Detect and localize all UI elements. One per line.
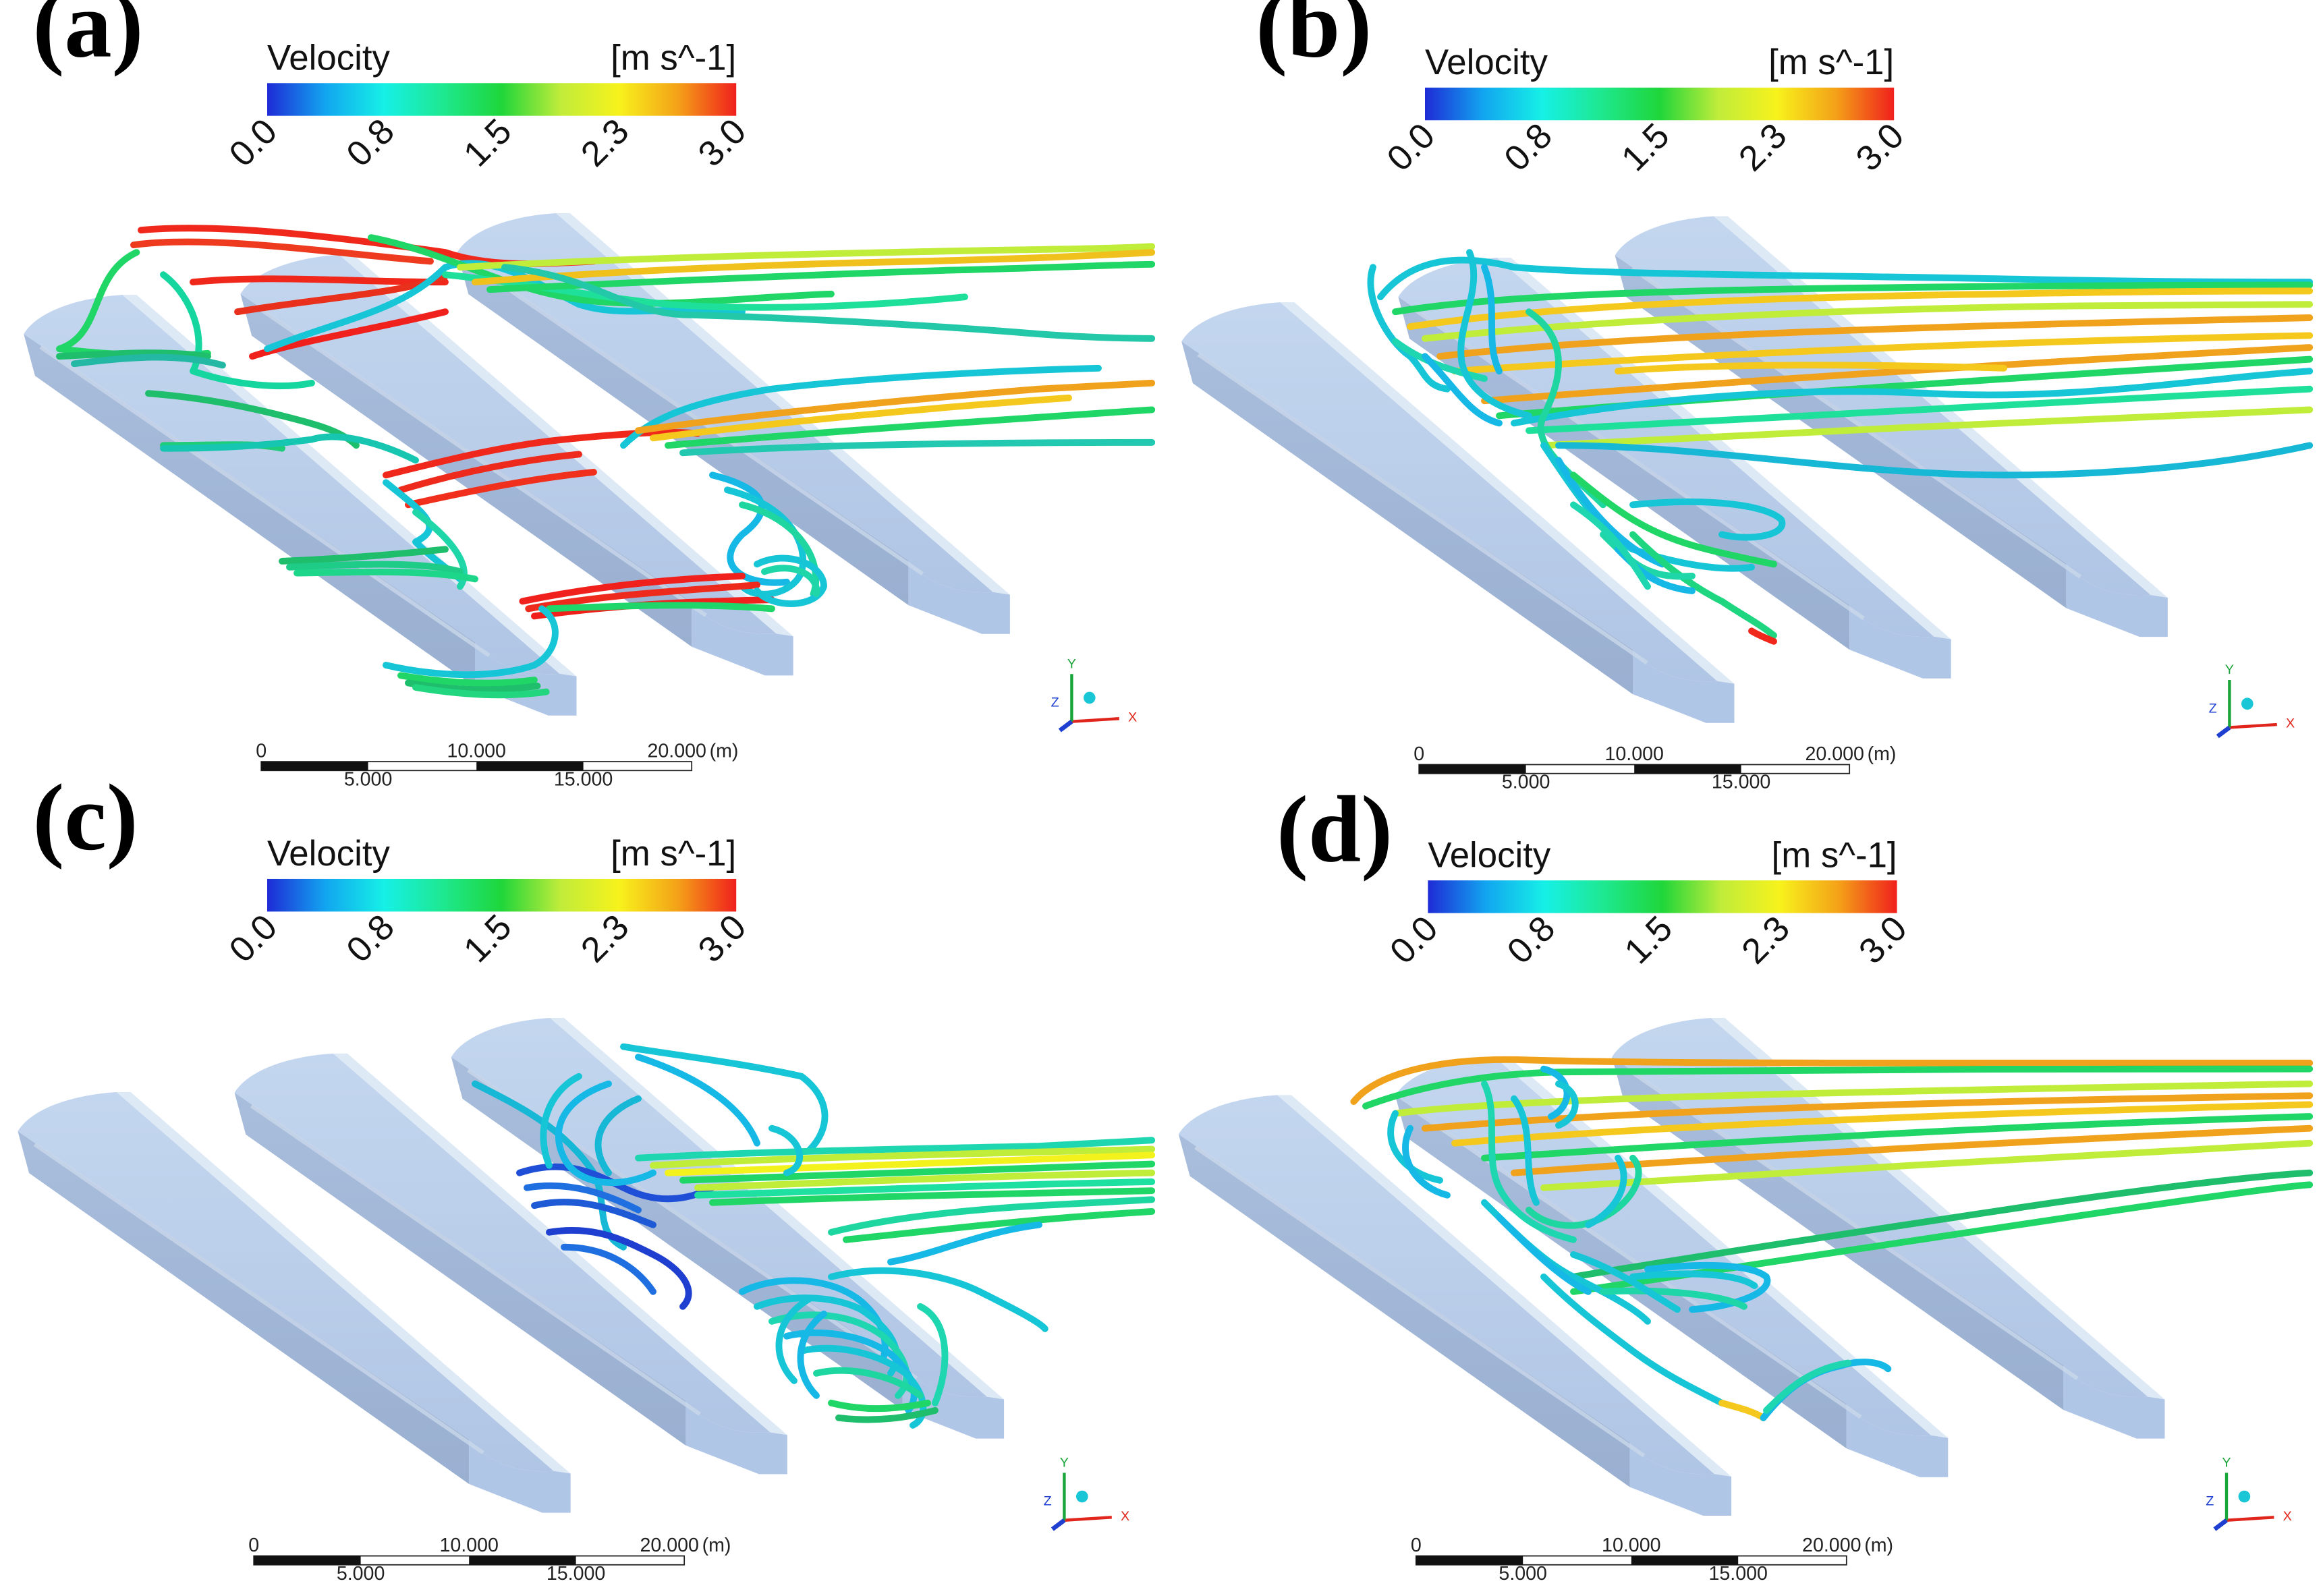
axis-x-label: X: [2283, 1509, 2292, 1524]
colorbar-tick-label: 2.3: [573, 907, 637, 971]
colorbar-tick-label: 2.3: [1734, 909, 1797, 972]
axis-y-label: Y: [2225, 662, 2234, 677]
velocity-colorbar: Velocity [m s^-1] 0.0 0.8 1.5 2.3 3.0: [221, 38, 754, 174]
scale-label: 20.000: [647, 740, 706, 762]
scale-label: 5.000: [1499, 1563, 1547, 1585]
colorbar-gradient: [267, 83, 737, 116]
panel-label: (a): [32, 0, 143, 78]
axis-z-label: Z: [1044, 1494, 1052, 1509]
scale-label: 0: [1411, 1535, 1422, 1556]
panel-label: (b): [1256, 0, 1372, 78]
colorbar-tick-label: 3.0: [691, 111, 754, 175]
scale-label: 10.000: [1604, 743, 1663, 765]
scale-label: 15.000: [547, 1563, 605, 1585]
streamlines: [1367, 249, 2314, 645]
axis-y-label: Y: [1060, 1456, 1069, 1471]
scale-bar: 0 10.000 20.000 (m) 5.000 15.000: [1411, 1535, 1893, 1585]
scale-label: 20.000: [640, 1535, 698, 1556]
scale-label: 0: [1414, 743, 1424, 765]
velocity-colorbar: Velocity [m s^-1] 0.0 0.8 1.5 2.3 3.0: [1382, 835, 1915, 971]
axis-triad: X Y Z: [2206, 1456, 2292, 1531]
scale-label: 20.000: [1802, 1535, 1861, 1556]
colorbar-gradient: [1428, 880, 1897, 913]
scale-unit: (m): [1868, 743, 1897, 765]
scale-label: 5.000: [344, 768, 393, 790]
colorbar-tick-label: 3.0: [691, 907, 754, 971]
colorbar-unit: [m s^-1]: [1772, 835, 1897, 875]
axis-triad: X Y Z: [2209, 662, 2295, 739]
channel-geometry: [18, 1018, 1004, 1513]
scale-label: 5.000: [1502, 772, 1550, 793]
scale-label: 10.000: [439, 1535, 498, 1556]
axis-z-label: Z: [1051, 695, 1059, 710]
streamlines: [56, 225, 1156, 699]
panel-label: (d): [1277, 778, 1393, 882]
colorbar-tick-label: 0.0: [1379, 115, 1443, 179]
panel-label: (c): [32, 766, 138, 870]
colorbar-tick-label: 0.0: [221, 111, 285, 175]
colorbar-tick-label: 0.8: [1496, 115, 1560, 179]
panel-d: (d) Velocity [m s^-1] 0.0 0.8 1.5 2.3 3.0: [1179, 778, 2314, 1585]
colorbar-tick-label: 0.0: [1382, 909, 1446, 972]
colorbar-tick-label: 3.0: [1849, 115, 1912, 179]
axis-z-label: Z: [2209, 701, 2217, 716]
colorbar-tick-label: 1.5: [1614, 115, 1677, 179]
velocity-colorbar: Velocity [m s^-1] 0.0 0.8 1.5 2.3 3.0: [1379, 42, 1911, 179]
panel-a: (a) Velocity [m s^-1] 0.0 0.8 1.5 2.3 3.0: [24, 0, 1156, 790]
colorbar-unit: [m s^-1]: [1768, 42, 1894, 82]
colorbar-gradient: [267, 878, 737, 912]
colorbar-title: Velocity: [1428, 835, 1551, 875]
scale-label: 0: [248, 1535, 259, 1556]
streamlines: [472, 1043, 1156, 1429]
scale-label: 5.000: [337, 1563, 385, 1585]
scale-label: 0: [256, 740, 267, 762]
colorbar-title: Velocity: [267, 38, 391, 78]
colorbar-tick-label: 2.3: [573, 111, 637, 175]
scale-unit: (m): [1864, 1535, 1893, 1556]
colorbar-tick-label: 0.8: [339, 111, 402, 175]
axis-x-label: X: [1128, 710, 1137, 725]
axis-x-label: X: [2286, 716, 2295, 731]
scale-unit: (m): [702, 1535, 731, 1556]
colorbar-unit: [m s^-1]: [611, 38, 736, 78]
scale-label: 10.000: [1602, 1535, 1660, 1556]
axis-triad: X Y Z: [1044, 1456, 1129, 1531]
axis-y-label: Y: [1067, 656, 1076, 671]
colorbar-tick-label: 3.0: [1851, 909, 1915, 972]
axis-z-label: Z: [2206, 1494, 2214, 1509]
scale-bar: 0 10.000 20.000 (m) 5.000 15.000: [256, 740, 738, 790]
scale-label: 15.000: [554, 768, 613, 790]
colorbar-gradient: [1425, 87, 1895, 121]
axis-triad: X Y Z: [1051, 656, 1137, 733]
scale-label: 15.000: [1712, 772, 1770, 793]
scale-label: 15.000: [1708, 1563, 1767, 1585]
colorbar-tick-label: 2.3: [1731, 115, 1795, 179]
scale-bar: 0 10.000 20.000 (m) 5.000 15.000: [248, 1535, 731, 1585]
colorbar-title: Velocity: [267, 834, 391, 874]
scale-label: 20.000: [1805, 743, 1864, 765]
velocity-colorbar: Velocity [m s^-1] 0.0 0.8 1.5 2.3 3.0: [221, 834, 754, 970]
colorbar-title: Velocity: [1425, 42, 1548, 82]
scale-unit: (m): [710, 740, 739, 762]
scale-label: 10.000: [447, 740, 505, 762]
panel-c: (c) Velocity [m s^-1] 0.0 0.8 1.5 2.3 3.0: [18, 766, 1156, 1585]
colorbar-unit: [m s^-1]: [611, 834, 736, 874]
colorbar-tick-label: 1.5: [1617, 909, 1680, 972]
axis-x-label: X: [1121, 1509, 1129, 1524]
colorbar-tick-label: 0.8: [339, 907, 402, 971]
colorbar-tick-label: 1.5: [456, 907, 520, 971]
colorbar-tick-label: 0.0: [221, 907, 285, 971]
colorbar-tick-label: 1.5: [456, 111, 520, 175]
scale-bar: 0 10.000 20.000 (m) 5.000 15.000: [1414, 743, 1896, 793]
axis-y-label: Y: [2222, 1456, 2231, 1471]
colorbar-tick-label: 0.8: [1500, 909, 1563, 972]
streamlines: [1350, 1056, 2314, 1421]
panel-b: (b) Velocity [m s^-1] 0.0 0.8 1.5 2.3 3.0: [1181, 0, 2314, 793]
